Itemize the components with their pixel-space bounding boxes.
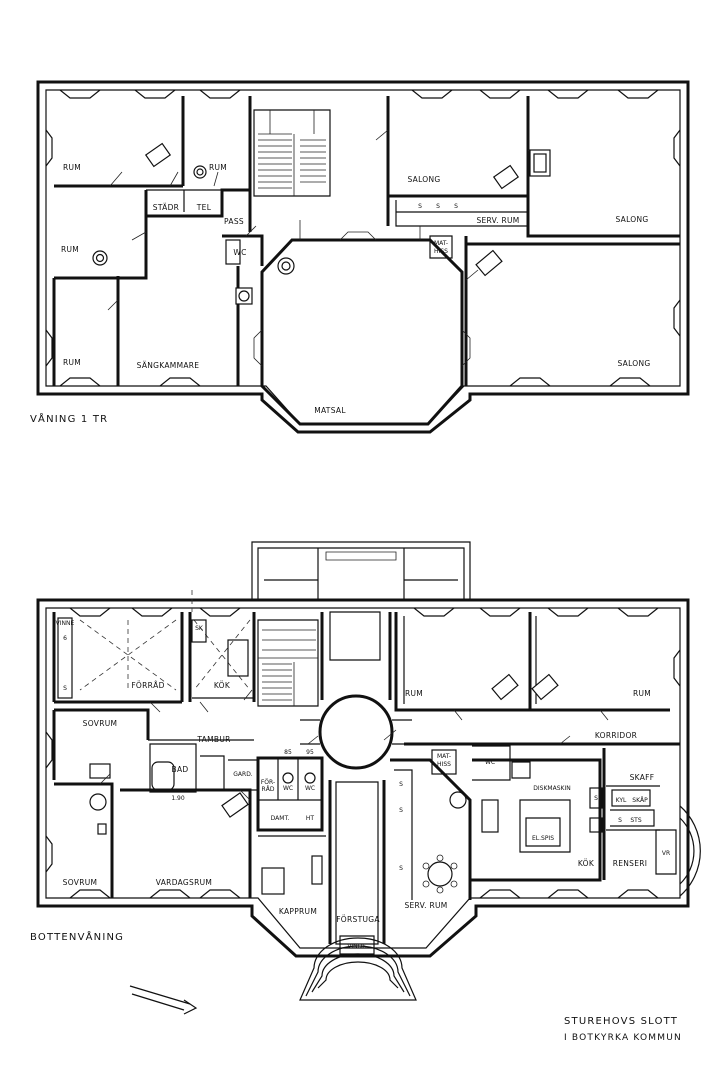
room-label-rum: RUM xyxy=(405,689,423,698)
shelf-label: S xyxy=(63,685,67,692)
room-label-sovrum: SOVRUM xyxy=(83,719,118,728)
room-label-forrad-small: FÖR- xyxy=(261,779,275,786)
room-label-salong: SALONG xyxy=(407,175,440,184)
room-label-tambur: TAMBUR xyxy=(196,735,230,744)
room-label-wc: WC xyxy=(233,248,246,257)
room-label-mat-hiss: MAT- xyxy=(437,753,451,760)
room-label-vr: VR xyxy=(662,850,670,857)
room-label-mat-hiss: HISS xyxy=(437,761,451,768)
room-label-rum: RUM xyxy=(63,358,81,367)
shelf-label: S xyxy=(454,203,458,210)
room-label-skaff: SKAFF xyxy=(630,773,655,782)
room-label-renseri: RENSERI xyxy=(613,859,648,868)
ground-floor-labels: FÖRRÅD VINNE SK KÖK SOVRUM SOVRUM TAMBUR… xyxy=(30,620,670,950)
room-label-kok-small: KÖK xyxy=(214,681,231,690)
room-label-damt: DAMT. xyxy=(271,815,290,822)
room-label-sangkammare: SÄNGKAMMARE xyxy=(137,361,200,370)
upper-floor-caption: VÅNING 1 TR xyxy=(30,412,108,425)
dimension-label: 95 xyxy=(306,749,314,756)
room-label-vindf: VINDF. xyxy=(347,943,366,950)
shelf-label: S xyxy=(399,807,403,814)
upper-floor-labels: RUM RUM RUM RUM STÄDR TEL PASS WC SÄNGKA… xyxy=(30,163,650,425)
room-label-pass: PASS xyxy=(224,217,244,226)
room-label-sts: STS xyxy=(630,817,641,824)
ground-floor-plan xyxy=(36,541,701,1015)
room-label-wc: WC xyxy=(305,785,315,792)
room-label-rum: RUM xyxy=(209,163,227,172)
room-label-bad: BAD xyxy=(172,765,189,774)
room-label-matsal: MATSAL xyxy=(314,406,346,415)
dimension-label: 1.90 xyxy=(171,795,185,802)
shelf-label: S xyxy=(594,795,598,802)
upper-floor-plan xyxy=(36,80,690,434)
room-label-kok: KÖK xyxy=(578,859,595,868)
room-label-mat-hiss: HISS xyxy=(434,248,448,255)
room-label-salong: SALONG xyxy=(615,215,648,224)
room-label-tel: TEL xyxy=(196,203,212,212)
room-label-vardagsrum: VARDAGSRUM xyxy=(156,878,212,887)
room-label-gard: GARD. xyxy=(233,771,253,778)
shelf-label: 6 xyxy=(63,635,67,642)
drawing-subtitle: I BOTKYRKA KOMMUN xyxy=(564,1033,682,1043)
room-label-el-spis: EL.SPIS xyxy=(532,835,554,842)
room-label-skap: SKÅP xyxy=(632,797,648,804)
shelf-label: S xyxy=(399,865,403,872)
ground-floor-caption: BOTTENVÅNING xyxy=(30,930,124,943)
room-label-kyl: KYL xyxy=(616,797,627,804)
room-label-wc: WC xyxy=(283,785,293,792)
room-label-stadr: STÄDR xyxy=(153,203,179,212)
shelf-label: S xyxy=(618,817,622,824)
room-label-serv-rum: SERV. RUM xyxy=(476,216,519,225)
room-label-kapprum: KAPPRUM xyxy=(279,907,317,916)
shelf-label: S xyxy=(418,203,422,210)
room-label-rum: RUM xyxy=(61,245,79,254)
shelf-label: S xyxy=(436,203,440,210)
room-label-mat-hiss: MAT- xyxy=(434,240,448,247)
room-label-ht: HT xyxy=(306,815,315,822)
room-label-vinne: VINNE xyxy=(56,620,75,627)
room-label-forstuga: FÖRSTUGA xyxy=(336,915,380,924)
arrow-icon xyxy=(129,985,198,1015)
shelf-label: S xyxy=(399,781,403,788)
room-label-salong: SALONG xyxy=(617,359,650,368)
title-block: STUREHOVS SLOTT I BOTKYRKA KOMMUN xyxy=(564,1016,682,1043)
room-label-sk: SK xyxy=(195,625,204,632)
room-label-forrad-small: RÅD xyxy=(262,786,275,793)
drawing-title: STUREHOVS SLOTT xyxy=(564,1016,678,1027)
room-label-korridor: KORRIDOR xyxy=(595,731,637,740)
room-label-diskmaskin: DISKMASKIN xyxy=(533,785,570,792)
room-label-sovrum: SOVRUM xyxy=(63,878,98,887)
room-label-serv-rum: SERV. RUM xyxy=(404,901,447,910)
dimension-label: 85 xyxy=(284,749,292,756)
room-label-wc: WC xyxy=(485,759,495,766)
room-label-rum: RUM xyxy=(633,689,651,698)
room-label-forrad: FÖRRÅD xyxy=(131,681,164,690)
room-label-rum: RUM xyxy=(63,163,81,172)
